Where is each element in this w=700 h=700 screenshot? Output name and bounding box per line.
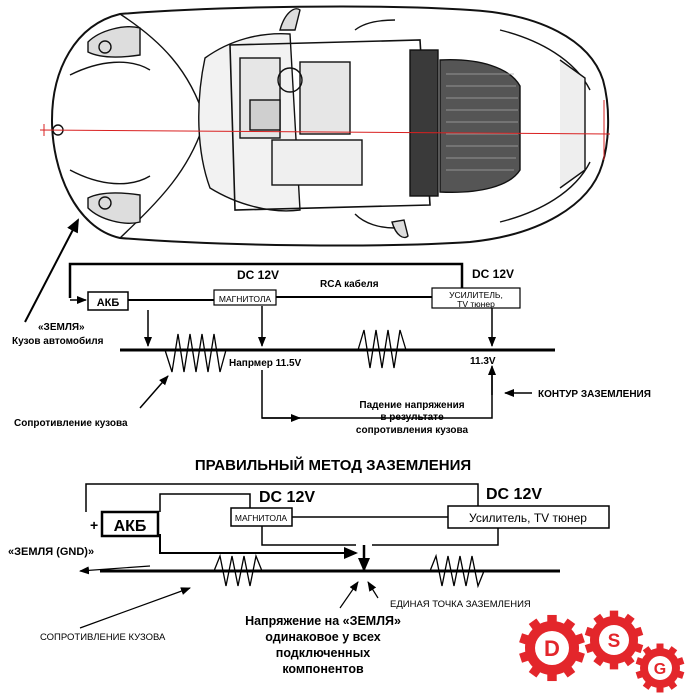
- gear-tooth: [528, 618, 542, 632]
- logo-letter-s: S: [608, 631, 621, 652]
- gear-tooth: [519, 633, 531, 645]
- gear-tooth: [635, 657, 644, 666]
- car-centerline: [39, 129, 611, 135]
- body-resistor-4: [429, 553, 485, 589]
- gear-tooth: [562, 664, 576, 678]
- battery-label-bottom: АКБ: [114, 518, 147, 535]
- gear-tooth: [676, 657, 685, 666]
- power-wire-top: [68, 262, 464, 298]
- logo-letter-d: D: [544, 636, 560, 661]
- rear-window: [439, 59, 521, 194]
- ground-loop-label: КОНТУР ЗАЗЕМЛЕНИЯ: [538, 389, 651, 400]
- correct-method-title: ПРАВИЛЬНЫЙ МЕТОД ЗАЗЕМЛЕНИЯ: [195, 456, 471, 474]
- gear-tooth: [573, 633, 585, 645]
- gear-tooth: [623, 655, 635, 667]
- ground-wire-battery: [159, 534, 358, 559]
- gear-tooth: [633, 626, 644, 638]
- power-wire-bottom: [85, 483, 479, 512]
- gear-tooth: [609, 610, 619, 619]
- equal-voltage-line3: подключенных: [276, 646, 370, 660]
- ground-label-line2: Кузов автомобиля: [12, 335, 104, 347]
- battery-label-top: АКБ: [97, 297, 120, 309]
- dc-label-left-top: DC 12V: [237, 268, 279, 282]
- gear-tooth: [656, 643, 664, 650]
- head-unit-label-top: МАГНИТОЛА: [219, 294, 272, 304]
- top-wiring-diagram: [24, 218, 555, 422]
- voltage-drop-line1: Падение напряжения: [359, 400, 464, 411]
- logo-gear-g: [635, 643, 685, 693]
- gear-tooth: [593, 655, 605, 667]
- gear-tooth: [593, 613, 605, 625]
- gear-tooth: [584, 642, 595, 654]
- voltage-drop-line2: в результате: [380, 412, 444, 423]
- gear-tooth: [547, 672, 557, 682]
- head-unit-box-top: [213, 289, 277, 306]
- gear-tooth: [667, 646, 678, 656]
- battery-box-top: [87, 291, 129, 311]
- car-body-outline: [50, 5, 610, 247]
- gear-tooth: [519, 651, 531, 663]
- gear-tooth: [573, 651, 585, 663]
- gear-tooth: [623, 613, 635, 625]
- body-resistor-3: [213, 553, 263, 587]
- bottom-wiring-diagram: [79, 483, 560, 629]
- gear-tooth: [642, 680, 653, 690]
- ground-wire-amp: [372, 528, 499, 546]
- equal-voltage-line4: компонентов: [282, 662, 364, 676]
- ground-to-car-arrow: [24, 218, 79, 323]
- example-voltage-label: Напрмер 11.5V: [229, 358, 302, 369]
- logo-gear-s: [584, 610, 644, 670]
- dc-label-right-top: DC 12V: [472, 267, 514, 281]
- car-top-view-illustration: [50, 5, 610, 247]
- gear-tooth: [642, 646, 653, 656]
- logo-gear-d: [519, 614, 585, 682]
- ground-label-line1: «ЗЕМЛЯ»: [38, 322, 85, 333]
- body-resistance-label-bottom: СОПРОТИВЛЕНИЕ КУЗОВА: [40, 632, 166, 643]
- gear-tooth: [528, 664, 542, 678]
- single-ground-point-label: ЕДИНАЯ ТОЧКА ЗАЗЕМЛЕНИЯ: [390, 599, 531, 610]
- gear-tooth: [609, 661, 619, 670]
- logo-letter-g: G: [654, 661, 666, 678]
- ground-gnd-label: «ЗЕМЛЯ (GND)»: [8, 546, 94, 558]
- right-voltage-label: 11.3V: [470, 356, 496, 367]
- amp-label-line2-top: TV тюнер: [457, 299, 495, 309]
- voltage-drop-line3: сопротивления кузова: [356, 425, 469, 436]
- amp-box-top: [431, 287, 521, 309]
- gear-tooth: [562, 618, 576, 632]
- body-resistance-label-top: Сопротивление кузова: [14, 418, 128, 429]
- dsg-gear-logo: D S G: [519, 610, 685, 693]
- head-unit-label-bottom: МАГНИТОЛА: [235, 513, 288, 523]
- amp-label-bottom: Усилитель, TV тюнер: [469, 511, 587, 525]
- amp-box-bottom: [447, 505, 610, 529]
- body-resistor-1: [164, 333, 227, 373]
- gear-tooth: [584, 626, 595, 638]
- dc-label-left-bottom: DC 12V: [259, 489, 315, 506]
- body-resistor-2: [357, 329, 407, 369]
- head-unit-box-bottom: [230, 507, 293, 527]
- gear-tooth: [676, 670, 685, 679]
- gear-tooth: [667, 680, 678, 690]
- equal-voltage-line1: Напряжение на «ЗЕМЛЯ»: [245, 614, 401, 628]
- gear-tooth: [656, 686, 664, 693]
- battery-box-bottom: [100, 510, 160, 538]
- gear-tooth: [547, 614, 557, 624]
- amp-label-line1-top: УСИЛИТЕЛЬ,: [449, 290, 503, 300]
- dc-label-right-bottom: DC 12V: [486, 486, 542, 503]
- equal-voltage-line2: одинаковое у всех: [265, 630, 380, 644]
- ground-wire-headunit: [261, 526, 356, 546]
- gear-tooth: [635, 670, 644, 679]
- plus-terminal: +: [90, 517, 98, 533]
- rca-cables-label: RCA кабеля: [320, 278, 379, 290]
- gear-tooth: [633, 642, 644, 654]
